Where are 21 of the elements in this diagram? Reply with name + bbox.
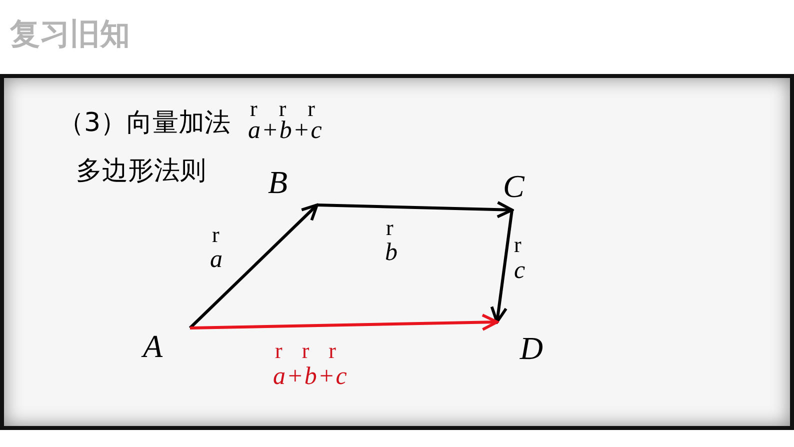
vector-label: a (210, 247, 224, 272)
vector-arrow-marks: r r r (250, 98, 315, 120)
vector-arrow (316, 201, 514, 218)
vector-arrow-mark: r (514, 234, 522, 256)
vector-arrow-marks: r r r (275, 340, 336, 362)
vector-arrow (490, 210, 514, 324)
vector-sum: a+b+c (273, 364, 348, 389)
vector-arrow-mark: r (386, 217, 394, 239)
vector-label: c (514, 258, 526, 283)
point-label: B (268, 166, 289, 198)
rule-name: 多边形法则 (76, 158, 206, 184)
vector-arrow (188, 204, 318, 330)
heading-text: （3）向量加法 (58, 110, 231, 136)
vector-arrow (190, 314, 498, 331)
point-label: A (143, 330, 164, 362)
point-label: D (518, 332, 543, 364)
vector-label: b (385, 240, 398, 265)
vector-arrow-mark: r (212, 224, 220, 246)
page-heading: 复习旧知 (10, 16, 130, 54)
vector-sum: a+b+c (248, 118, 323, 143)
point-label: C (503, 170, 526, 202)
